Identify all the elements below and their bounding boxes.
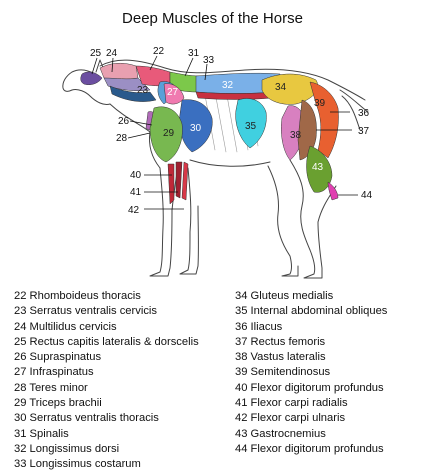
- leader-31: [184, 57, 194, 77]
- leader-25: [91, 57, 98, 75]
- legend-item: 27 Infraspinatus: [14, 366, 94, 379]
- region-label-29: 29: [163, 128, 175, 139]
- region-label-32: 32: [222, 80, 234, 91]
- region-label-43: 43: [312, 162, 324, 173]
- legend-item: 33 Longissimus costarum: [14, 458, 141, 471]
- region-label-27: 27: [167, 87, 179, 98]
- legend-item: 39 Semitendinosus: [235, 366, 331, 379]
- muscle-flexor-profundus: [167, 163, 175, 205]
- legend-item: 28 Teres minor: [14, 381, 88, 394]
- front-leg-far: [179, 167, 199, 275]
- tail-outline: [339, 89, 369, 131]
- leader-26: [129, 120, 153, 126]
- region-label-39: 39: [314, 98, 326, 109]
- muscle-obliques: [235, 98, 267, 149]
- region-label-35: 35: [245, 121, 257, 132]
- topline-outline: [99, 59, 366, 101]
- legend-item: 31 Spinalis: [14, 427, 69, 440]
- muscle-flexor-radialis: [175, 161, 183, 199]
- muscle-gastrocnemius: [306, 145, 333, 193]
- callout-44: 44: [361, 190, 373, 201]
- legend-right: 34 Gluteus medialis 35 Internal abdomina…: [235, 289, 387, 457]
- muscle-flexor-hind: [327, 181, 339, 201]
- legend-item: 23 Serratus ventralis cervicis: [14, 305, 158, 318]
- diagram-title: Deep Muscles of the Horse: [122, 10, 303, 27]
- callout-lines: [91, 55, 358, 210]
- head-outline: [62, 69, 111, 105]
- muscle-infraspinatus: [163, 83, 185, 105]
- region-label-30: 30: [190, 123, 202, 134]
- region-label-38: 38: [290, 130, 302, 141]
- horse-figure: 23 27 29 30 32 34 35 38 39 43 25 24 22 3…: [62, 46, 373, 279]
- callout-22: 22: [153, 46, 165, 57]
- legend-item: 41 Flexor carpi radialis: [235, 397, 348, 410]
- legend-item: 42 Flexor carpi ulnaris: [235, 412, 346, 425]
- callout-26: 26: [118, 116, 130, 127]
- callout-40: 40: [130, 170, 142, 181]
- throat-outline: [109, 103, 151, 133]
- muscle-semitendinosus: [309, 81, 339, 159]
- legend-item: 34 Gluteus medialis: [235, 290, 334, 302]
- legend-item: 26 Supraspinatus: [14, 351, 102, 364]
- callout-28: 28: [116, 133, 128, 144]
- belly-outline: [189, 159, 271, 167]
- legend-item: 30 Serratus ventralis thoracis: [14, 412, 159, 425]
- muscle-rhomboideus: [80, 71, 103, 85]
- muscle-rectus-capitis: [99, 63, 139, 80]
- hind-leg-far: [267, 165, 299, 277]
- muscle-serratus-cervicis: [109, 85, 157, 102]
- muscle-triceps: [149, 106, 183, 163]
- legend-item: 24 Multilidus cervicis: [14, 320, 117, 333]
- legend-item: 40 Flexor digitorum profundus: [235, 381, 384, 394]
- legend-item: 37 Rectus femoris: [235, 335, 326, 348]
- legend-item: 25 Rectus capitis lateralis & dorscelis: [14, 335, 199, 348]
- muscle-regions: [80, 63, 339, 205]
- leader-33: [204, 63, 208, 81]
- callout-31: 31: [188, 48, 200, 59]
- callout-25: 25: [90, 48, 102, 59]
- callout-41: 41: [130, 187, 142, 198]
- hind-leg-near: [289, 159, 337, 279]
- legend-left: 22 Rhomboideus thoracis 23 Serratus vent…: [14, 289, 199, 473]
- region-label-34: 34: [275, 82, 287, 93]
- callout-24: 24: [106, 48, 118, 59]
- callout-42: 42: [128, 205, 140, 216]
- legend-item: 29 Triceps brachii: [14, 397, 102, 410]
- muscle-gluteus: [261, 73, 318, 105]
- leader-24: [111, 57, 114, 73]
- callout-36: 36: [358, 108, 370, 119]
- legend-item: 38 Vastus lateralis: [235, 351, 326, 364]
- legend-item: 32 Longissimus dorsi: [14, 442, 120, 455]
- legend-item: 36 Iliacus: [235, 320, 283, 333]
- chest-outline: [149, 131, 161, 169]
- muscle-vastus: [297, 99, 317, 161]
- muscle-flexor-ulnaris: [181, 161, 189, 201]
- legend-item: 44 Flexor digitorum profundus: [235, 442, 384, 455]
- leader-28: [127, 132, 151, 139]
- callout-33: 33: [203, 55, 215, 66]
- legend-item: 35 Internal abdominal obliques: [235, 305, 388, 318]
- callout-37: 37: [358, 126, 370, 137]
- leader-22: [149, 55, 158, 71]
- legend-item: 22 Rhomboideus thoracis: [14, 290, 141, 302]
- region-label-23: 23: [137, 85, 149, 96]
- legend-item: 43 Gastrocnemius: [235, 427, 326, 440]
